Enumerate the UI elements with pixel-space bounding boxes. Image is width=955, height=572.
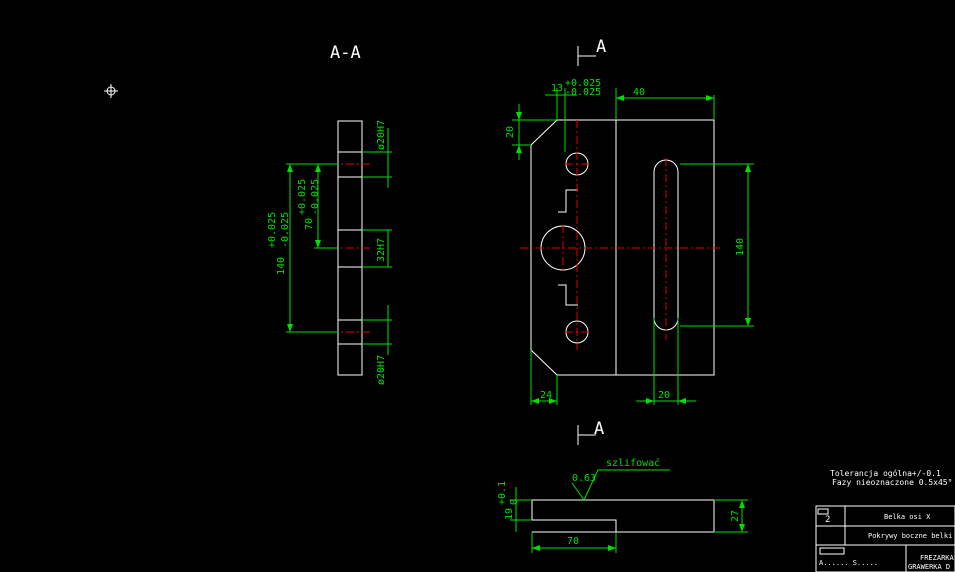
dim-side-70-tol-upper: +0.025 xyxy=(297,179,308,215)
dim-bottom-len: 70 xyxy=(567,536,579,547)
dim-side-140: 140 xyxy=(276,257,287,275)
title-sheet: 2 xyxy=(825,515,830,525)
crosshair-cursor-icon xyxy=(104,84,118,98)
bottom-view xyxy=(510,469,748,553)
dim-side-140-tol-lower: -0.025 xyxy=(280,212,291,248)
section-view xyxy=(286,120,392,376)
title-part-name: Belka osi X xyxy=(884,513,931,521)
note-chamfer: Fazy nieoznaczone 0.5x45° xyxy=(832,478,952,487)
title-description: Pokrywy boczne belki xyxy=(868,532,952,540)
dim-side-70: 70 xyxy=(304,218,315,230)
dim-bottom-step: 19 xyxy=(504,508,515,520)
grind-note: szlifować xyxy=(606,457,660,469)
dim-top-offset: 13 xyxy=(551,83,563,94)
dim-bottom-h: 27 xyxy=(730,510,741,522)
section-title: A-A xyxy=(330,43,361,63)
dim-side-140-tol-upper: +0.025 xyxy=(267,212,278,248)
dim-hole-bottom: ø20H7 xyxy=(376,355,387,385)
roughness-value: 0.63 xyxy=(572,473,596,484)
dim-hole-mid: 32H7 xyxy=(376,238,387,262)
dim-hole-top: ø20H7 xyxy=(376,120,387,150)
title-scale: A...... S..... xyxy=(819,559,878,567)
section-marker-top: A xyxy=(596,37,606,57)
section-marker-bottom: A xyxy=(594,419,604,439)
dim-height-140: 140 xyxy=(735,238,746,256)
dim-height-20: 20 xyxy=(505,126,516,138)
dim-width-40: 40 xyxy=(633,87,645,98)
dim-width-24: 24 xyxy=(540,390,552,401)
title-block xyxy=(815,505,955,572)
dim-bottom-step-tol-lower: 0 xyxy=(509,499,520,505)
title-operation-1: FREZARKA xyxy=(920,554,955,562)
dim-top-offset-tol-lower: -0.025 xyxy=(565,87,601,98)
title-operation-2: GRAWERKA D xyxy=(908,563,950,571)
dim-side-70-tol-lower: -0.025 xyxy=(310,179,321,215)
dim-top-offset-tol-upper: +0.025 xyxy=(565,78,601,89)
dim-width-20: 20 xyxy=(658,390,670,401)
dim-bottom-step-tol-upper: +0.1 xyxy=(497,481,508,505)
front-view xyxy=(512,46,754,445)
note-tolerance: Tolerancja ogólna+/-0.1 xyxy=(830,468,941,478)
